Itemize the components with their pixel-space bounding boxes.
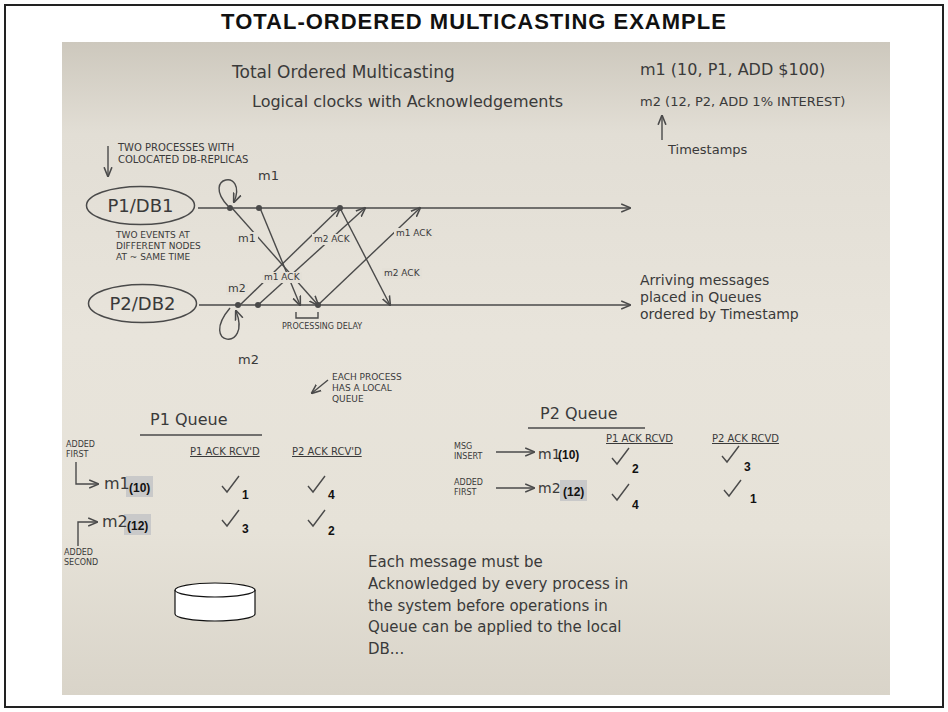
callout-number: 2: [632, 462, 639, 476]
event-dot: [315, 302, 321, 308]
annotation: MSG INSERT: [454, 442, 496, 461]
annotation: Timestamps: [668, 142, 747, 158]
message-spec: m2 (12, P2, ADD 1% INTEREST): [640, 94, 845, 110]
checkmark: [722, 446, 739, 462]
underline: [140, 434, 262, 435]
message-line: [340, 208, 390, 305]
callout-number: 3: [242, 522, 249, 536]
self-loop: [220, 308, 239, 339]
queue-entry: m1: [104, 474, 130, 493]
timestamp-box: (12): [124, 514, 151, 535]
queue-entry: m2: [538, 480, 561, 497]
queue-entry: m1: [538, 446, 561, 463]
callout-number: 4: [328, 488, 335, 502]
node-text: P1/DB1: [107, 195, 173, 216]
event-dot: [227, 205, 233, 211]
slide-title: TOTAL-ORDERED MULTICASTING EXAMPLE: [0, 9, 948, 35]
event-dot: [255, 302, 261, 308]
event-dot: [256, 205, 262, 211]
p2-timeline: [199, 304, 630, 305]
bracket: [296, 312, 318, 318]
callout-number: 2: [328, 524, 335, 538]
message-label: m2 ACK: [312, 234, 352, 245]
pointer-arrow: [312, 380, 328, 393]
timestamp-box: (12): [560, 480, 587, 501]
annotation: EACH PROCESS HAS A LOCAL QUEUE: [332, 372, 416, 404]
node-text: (12): [127, 519, 148, 533]
checkmark: [308, 476, 325, 492]
queue-entry: m2: [102, 512, 128, 531]
event-dot: [337, 205, 343, 211]
checkmark: [222, 510, 239, 526]
message-label: m2: [226, 282, 248, 295]
message-line: [240, 208, 340, 305]
annotation: TWO PROCESSES WITH COLOCATED DB-REPLICAS: [118, 142, 288, 166]
annotation: PROCESSING DELAY: [282, 322, 362, 332]
message-label: m1 ACK: [262, 272, 302, 283]
message-spec: m1 (10, P1, ADD $100): [640, 60, 825, 79]
checkmark: [308, 510, 325, 526]
underline: [528, 427, 645, 428]
pointer-arrow: [661, 116, 662, 140]
timestamp-box: (10): [126, 476, 153, 497]
message-name: m1: [258, 168, 279, 184]
pointer-arrow: [76, 462, 98, 484]
annotation: ADDED SECOND: [64, 548, 108, 567]
callout-number: 1: [242, 488, 249, 502]
event-dot: [235, 302, 241, 308]
checkmark: [612, 484, 629, 500]
annotation: Arriving messages placed in Queues order…: [640, 272, 815, 322]
column-heading: P2 ACK RCVD: [712, 433, 779, 445]
self-loop: [219, 180, 237, 206]
heading-note: Logical clocks with Acknowledgements: [252, 92, 563, 111]
node-text: (10): [129, 481, 150, 495]
heading-note: Total Ordered Multicasting: [232, 62, 455, 82]
node-text: P2/DB2: [109, 293, 175, 314]
callout-number: 1: [750, 492, 757, 506]
annotation: ADDED FIRST: [454, 478, 496, 497]
message-label: m2 ACK: [382, 268, 422, 279]
pointer-arrow: [496, 487, 534, 488]
column-heading: P1 ACK RCVD: [606, 433, 673, 445]
callout-number: 4: [632, 498, 639, 512]
rule-note: Each message must be Acknowledged by eve…: [368, 552, 640, 661]
process-ellipse: P2/DB2: [87, 283, 198, 324]
process-ellipse: P1/DB1: [85, 185, 196, 226]
database-icon: [175, 583, 255, 621]
queue-heading: P2 Queue: [540, 404, 617, 423]
callout-number: 3: [744, 460, 751, 474]
column-heading: P2 ACK RCV'D: [292, 446, 362, 458]
queue-heading: P1 Queue: [150, 410, 227, 429]
message-name: m2: [238, 352, 259, 368]
message-line: [258, 208, 365, 305]
annotation: ADDED FIRST: [66, 440, 108, 459]
pointer-arrow: [78, 522, 97, 546]
annotation: TWO EVENTS AT DIFFERENT NODES AT ~ SAME …: [116, 230, 202, 262]
column-heading: P1 ACK RCV'D: [190, 446, 260, 458]
message-label: m1 ACK: [394, 228, 434, 239]
pointer-arrow: [107, 146, 108, 176]
p1-timeline: [198, 207, 630, 208]
message-line: [260, 208, 300, 305]
timestamp: (10): [558, 448, 579, 462]
checkmark: [612, 448, 629, 464]
node-text: (12): [563, 485, 584, 499]
message-label: m1: [236, 232, 258, 245]
message-line: [318, 208, 420, 305]
pointer-arrow: [496, 451, 534, 452]
checkmark: [724, 480, 741, 496]
checkmark: [222, 476, 239, 492]
